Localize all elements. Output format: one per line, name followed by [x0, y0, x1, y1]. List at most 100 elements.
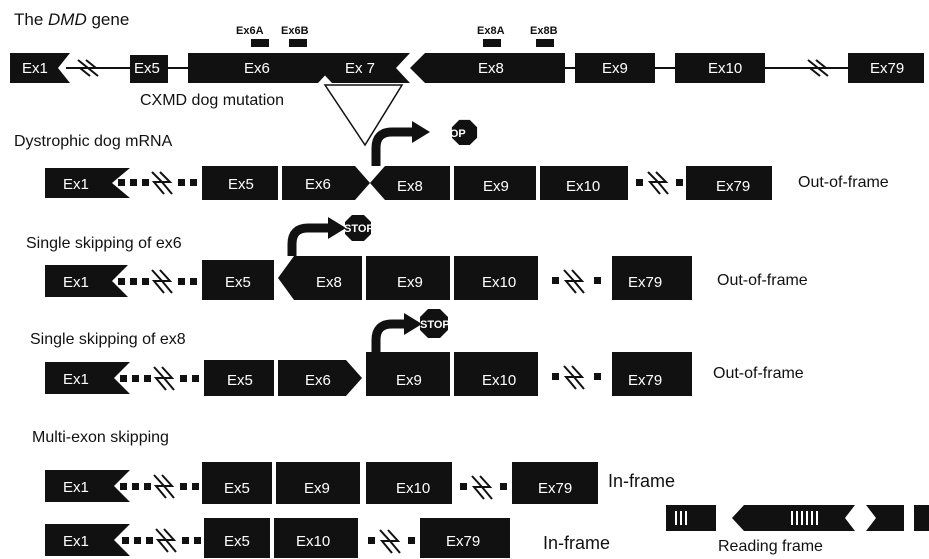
row4-break-icon-2: [471, 475, 493, 500]
row1-exon-9-label: Ex9: [483, 178, 509, 195]
row1-exon-8: [370, 166, 450, 200]
row3-exon-5: [204, 360, 274, 396]
row4-exon-9-label: Ex9: [304, 480, 330, 497]
probe-ex6b-label: Ex6B: [281, 25, 309, 37]
row1-arrow-head: [412, 121, 430, 143]
row5-exon-5-label: Ex5: [224, 533, 250, 550]
row2-exon-10: [454, 256, 538, 300]
gene-exon-6-label: Ex6: [244, 60, 270, 77]
row3-link-dots: [120, 375, 199, 382]
row3-exon-9-label: Ex9: [396, 372, 422, 389]
row2-exon-5-label: Ex5: [225, 274, 251, 291]
row1-exon-9: [454, 166, 536, 200]
row1-exon-8-label: Ex8: [397, 178, 423, 195]
row3-link-dots-2: [552, 373, 601, 380]
row5-exon-10-label: Ex10: [296, 533, 330, 550]
gene-exon-5: [130, 55, 168, 83]
gene-exon-8: [410, 53, 565, 83]
probe-ex8b-bar: [536, 39, 554, 47]
row4-exon-5-label: Ex5: [224, 480, 250, 497]
row4-exon-10: [366, 462, 452, 504]
row5-break-icon-2: [379, 529, 401, 554]
row2-break-icon-2: [563, 269, 585, 294]
row4-break-icon: [153, 474, 175, 499]
row1-link-dots: [118, 179, 197, 186]
gene-exon-10: [675, 53, 765, 83]
row3-exon-5-label: Ex5: [227, 372, 253, 389]
row1-break-icon-2: [647, 171, 669, 195]
row5-link-dots-2: [368, 537, 415, 544]
row3-break-icon-2: [563, 365, 585, 390]
row2-link-dots: [118, 278, 197, 285]
row4-link-dots: [120, 483, 199, 490]
row1-exon-6: [282, 166, 370, 200]
row3-exon-1: [45, 362, 130, 394]
frame-label-row1: Out-of-frame: [798, 174, 889, 191]
row1-exon-79-label: Ex79: [716, 178, 750, 195]
row2-stop-text: STOP: [344, 223, 374, 235]
row1-exon-10-label: Ex10: [566, 178, 600, 195]
row3-stop-text: STOP: [420, 319, 450, 331]
row4-exon-79-label: Ex79: [538, 480, 572, 497]
row1-break-icon: [151, 171, 173, 195]
row5-exon-10: [274, 518, 358, 558]
gene-exon-7: [318, 53, 410, 83]
row1-exon-6-label: Ex6: [305, 176, 331, 193]
row5-exon-79-label: Ex79: [446, 533, 480, 550]
probe-ex6b-bar: [289, 39, 307, 47]
row5-break-icon: [155, 528, 177, 553]
row2-exon-8: [278, 256, 362, 300]
row2-break-icon: [151, 269, 173, 294]
row-heading-dystrophic: Dystrophic dog mRNA: [14, 133, 173, 150]
row2-exon-10-label: Ex10: [482, 274, 516, 291]
gene-exon-7-label: Ex 7: [345, 60, 375, 77]
row5-link-dots: [122, 537, 201, 544]
row5-exon-79: [420, 518, 510, 558]
row3-exon-10: [454, 352, 538, 396]
gene-exon-5-label: Ex5: [134, 60, 160, 77]
frame-label-row4: In-frame: [608, 471, 676, 491]
row1-exon-5: [202, 166, 278, 200]
row3-stop-sign: [420, 309, 448, 338]
row1-stop-sign: [451, 119, 478, 146]
probe-ex8b-label: Ex8B: [530, 25, 558, 37]
row4-exon-1-label: Ex1: [63, 479, 89, 496]
row-heading-skip-ex6: Single skipping of ex6: [26, 235, 182, 252]
legend-label: Reading frame: [718, 538, 823, 555]
row3-arrow-head: [404, 313, 422, 335]
row4-exon-9: [276, 462, 360, 504]
row3-arrow: [371, 319, 406, 352]
probe-ex8a-label: Ex8A: [477, 25, 505, 37]
row3-exon-6-label: Ex6: [305, 372, 331, 389]
row4-exon-5: [202, 462, 272, 504]
row2-arrow-head: [328, 217, 346, 239]
row3-exon-1-label: Ex1: [63, 371, 89, 388]
row2-exon-1-label: Ex1: [63, 274, 89, 291]
row1-exon-1: [45, 168, 130, 198]
mutation-label: CXMD dog mutation: [140, 92, 285, 109]
row1-stop-text: STOP: [436, 128, 466, 140]
gene-break-icon-2: [807, 59, 829, 77]
row2-stop-sign: [345, 215, 371, 241]
gene-name: DMD: [48, 10, 87, 29]
gene-exon-1: [10, 53, 70, 83]
row-heading-multi-skip: Multi-exon skipping: [32, 429, 169, 446]
row2-exon-8-label: Ex8: [316, 274, 342, 291]
row2-exon-79-label: Ex79: [628, 274, 662, 291]
gene-exon-10-label: Ex10: [708, 60, 742, 77]
mutation-triangle: [323, 84, 404, 147]
diagram-title: The DMD gene: [14, 10, 130, 29]
gene-exon-79: [848, 53, 924, 83]
frame-label-row2: Out-of-frame: [717, 272, 808, 289]
gene-exon-9-label: Ex9: [602, 60, 628, 77]
row3-exon-10-label: Ex10: [482, 372, 516, 389]
gene-exon-9: [575, 53, 655, 83]
row3-exon-79: [612, 352, 692, 396]
row2-exon-9-label: Ex9: [397, 274, 423, 291]
row4-exon-1: [45, 470, 130, 502]
row1-exon-1-label: Ex1: [63, 176, 89, 193]
gene-exon-8-label: Ex8: [478, 60, 504, 77]
row3-break-icon: [153, 366, 175, 391]
row2-exon-79: [612, 256, 692, 300]
row3-exon-6: [278, 360, 362, 396]
